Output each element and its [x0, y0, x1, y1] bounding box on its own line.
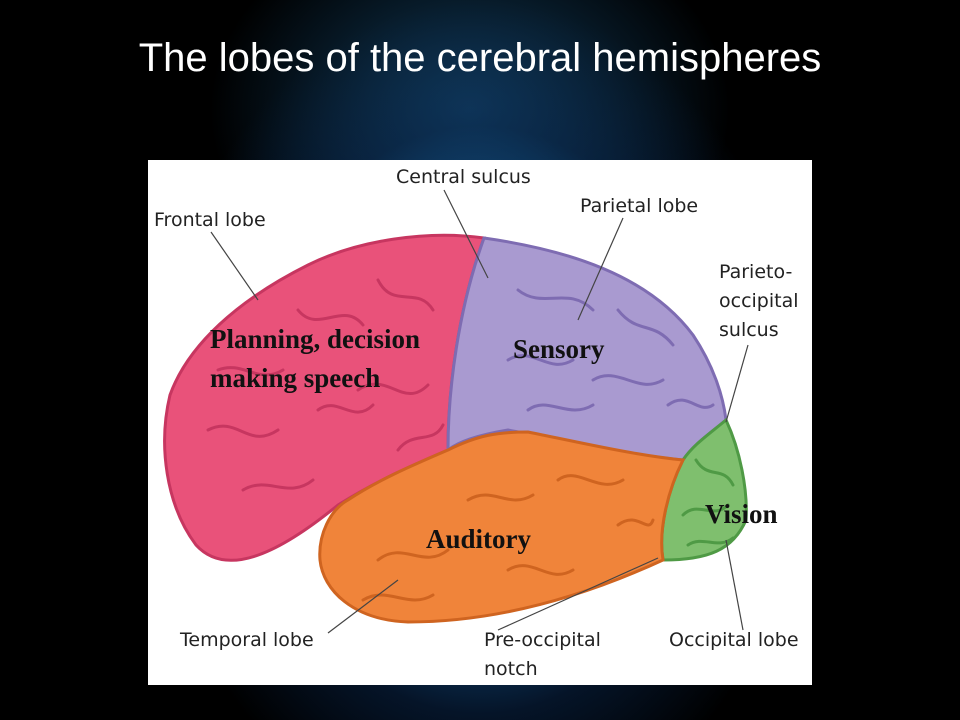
label-parietal-lobe: Parietal lobe [580, 195, 699, 217]
label-parieto-occipital-line3: sulcus [719, 319, 779, 341]
slide-title: The lobes of the cerebral hemispheres [138, 36, 822, 80]
function-parietal: Sensory [513, 334, 605, 364]
label-occipital-lobe: Occipital lobe [669, 629, 799, 651]
label-pre-occipital-line2: notch [484, 658, 538, 680]
label-parieto-occipital-line2: occipital [719, 290, 799, 312]
brain-illustration [163, 189, 749, 634]
brain-diagram-panel: Central sulcus Frontal lobe Parietal lob… [148, 160, 812, 685]
temporal-lobe-region [318, 430, 686, 624]
function-occipital: Vision [705, 499, 778, 529]
label-pre-occipital-line1: Pre-occipital [484, 629, 601, 651]
function-frontal-line2: making speech [210, 363, 381, 393]
label-parieto-occipital-line1: Parieto- [719, 261, 793, 283]
label-central-sulcus: Central sulcus [396, 166, 531, 188]
function-frontal-line1: Planning, decision [210, 324, 421, 354]
function-temporal: Auditory [426, 524, 532, 554]
label-frontal-lobe: Frontal lobe [154, 209, 266, 231]
label-temporal-lobe: Temporal lobe [180, 629, 314, 651]
occipital-lobe-region [660, 417, 748, 562]
